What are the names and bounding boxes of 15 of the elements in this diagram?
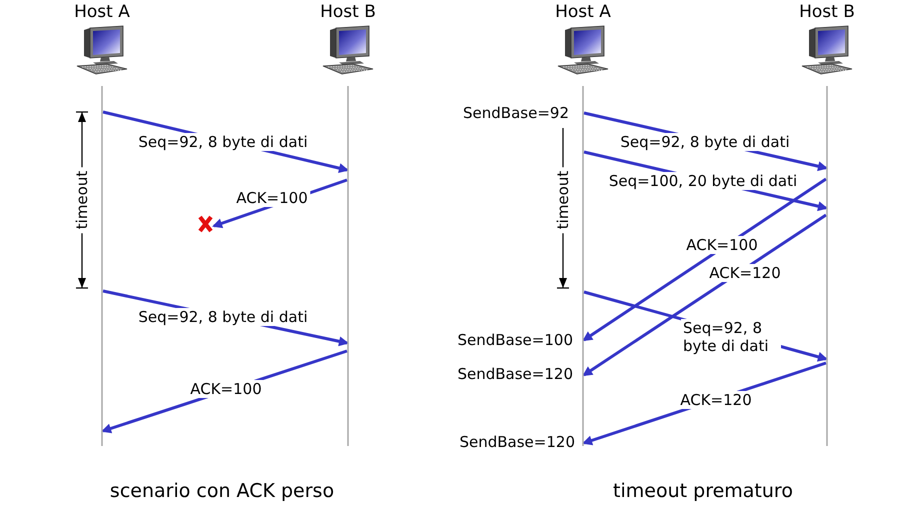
arrow: [582, 214, 827, 376]
edge-label: ACK=100: [684, 236, 760, 254]
edge-label: ACK=120: [707, 264, 783, 282]
host-label: Host A: [74, 2, 130, 22]
edge-label: ACK=100: [234, 189, 310, 207]
host-label: Host B: [320, 2, 376, 22]
host-label: Host B: [799, 2, 855, 22]
edge-label: ACK=100: [188, 380, 264, 398]
caption: scenario con ACK perso: [108, 480, 336, 502]
edge-label: ACK=120: [678, 391, 754, 409]
cross-icon: [197, 214, 214, 234]
host-label: Host A: [555, 2, 611, 22]
arrow: [582, 178, 827, 342]
caption: timeout prematuro: [611, 480, 795, 502]
edge-label: Seq=92, 8 byte di dati: [681, 319, 781, 355]
